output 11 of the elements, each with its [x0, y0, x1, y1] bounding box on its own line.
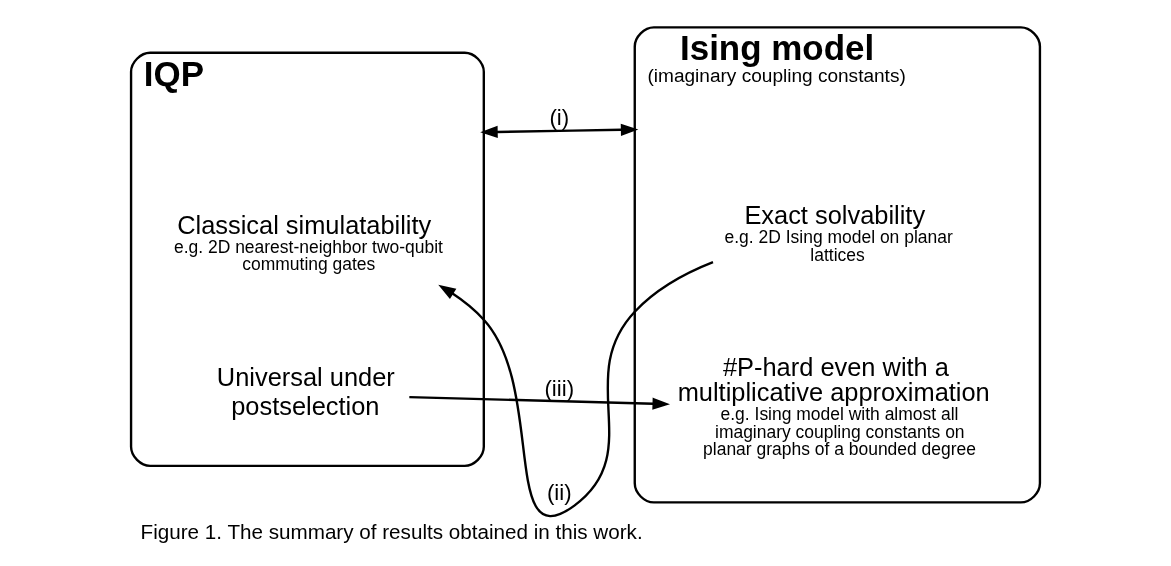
arrow — [480, 123, 639, 139]
arrow — [438, 261, 714, 517]
edge-label: (ii) — [546, 479, 572, 505]
arrow — [409, 395, 670, 410]
caption: Figure 1. The summary of results obtained in this work. — [140, 520, 643, 544]
node-text: Exact solvability e.g. 2D Ising model on planar lattices — [724, 201, 953, 265]
node-text: Universal under postselection — [216, 363, 395, 420]
edge-label: (i) — [549, 104, 570, 130]
node-text: #P-hard even with a multiplicative approximation e.g. Ising model with almost all imaginary coupling constants on planar graphs of a bounded degree — [677, 352, 990, 460]
node-text: Classical simulatability e.g. 2D nearest-neighbor two-qubit commuting gates — [173, 210, 443, 275]
edge-label: (iii) — [544, 376, 575, 402]
